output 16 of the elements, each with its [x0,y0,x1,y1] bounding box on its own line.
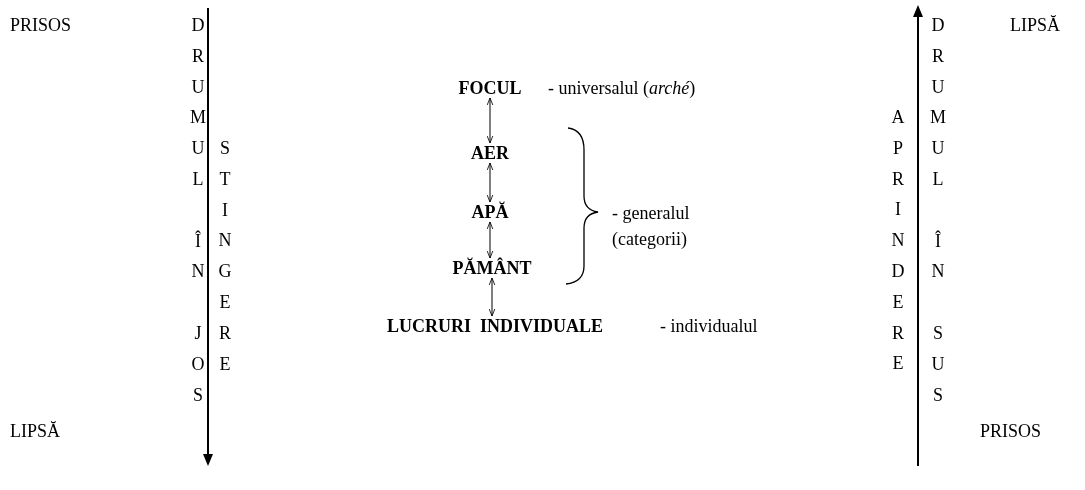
label-text: PRISOS [980,420,1042,443]
label-text: PRISOS [10,14,72,37]
description-text: - generalul (categorii) [612,202,691,251]
description-text: - individualul [660,317,758,335]
vertical-text: APRINDERE [890,106,906,376]
term-text: APĂ [471,203,509,221]
vertical-text: DRUMUL ÎN JOS [189,14,207,407]
vertical-text: STINGERE [217,137,233,376]
term-text: FOCUL [458,79,522,97]
label-text: LIPSĂ [10,420,60,443]
label-text: LIPSĂ [1010,14,1060,37]
vertical-text: DRUMUL ÎN SUS [929,14,947,407]
term-text: PĂMÂNT [452,259,532,277]
description-text: - universalul (arché) [548,79,696,97]
term-text: AER [471,144,509,162]
term-text: LUCRURI INDIVIDUALE [387,317,603,335]
